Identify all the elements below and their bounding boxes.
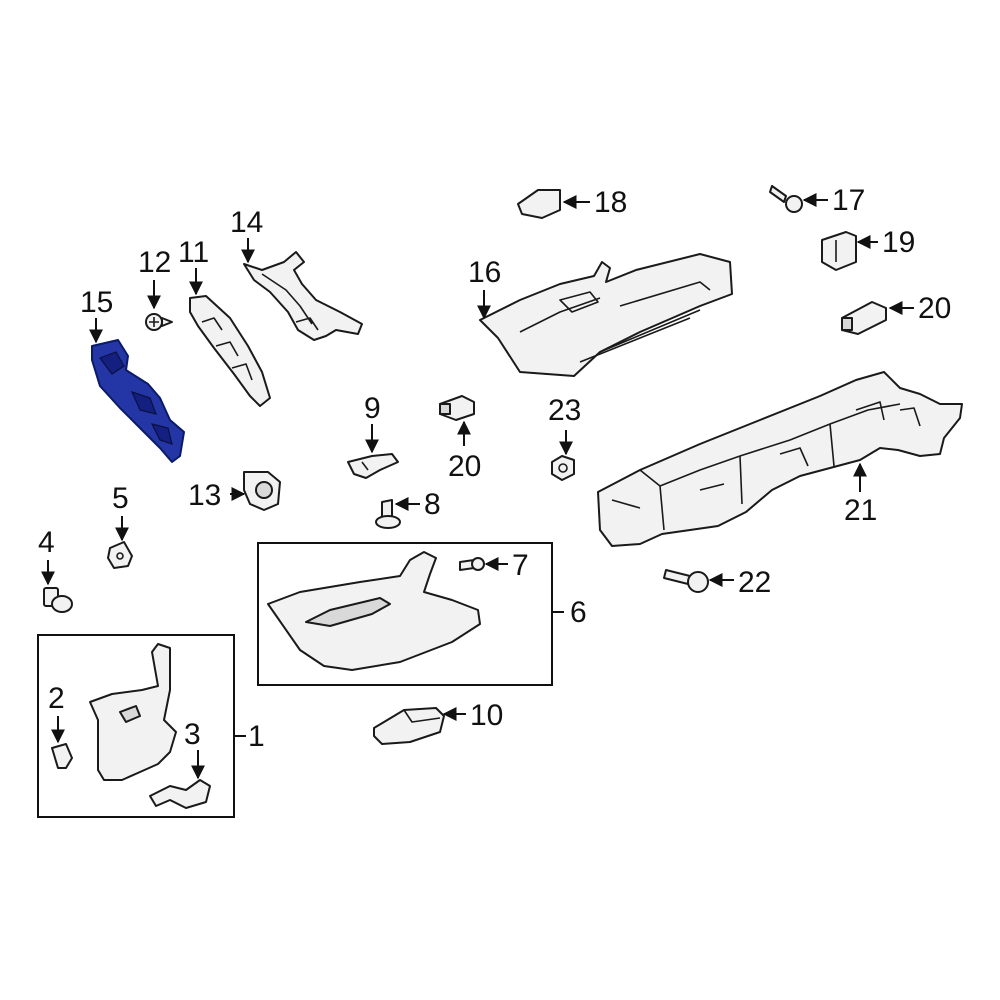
callout-3: 3 bbox=[184, 718, 201, 751]
part-20-connector-a[interactable] bbox=[439, 395, 475, 421]
part-13-clip[interactable] bbox=[243, 471, 281, 511]
part-18-pad[interactable] bbox=[517, 189, 561, 219]
callout-8: 8 bbox=[424, 488, 441, 521]
part-21-console-frame[interactable] bbox=[597, 371, 963, 547]
callout-7: 7 bbox=[512, 549, 529, 582]
callout-23: 23 bbox=[548, 394, 581, 427]
part-9-bracket[interactable] bbox=[347, 453, 399, 479]
part-10-pad[interactable] bbox=[373, 707, 445, 745]
part-5-nut-clip[interactable] bbox=[107, 541, 133, 569]
callout-6: 6 bbox=[570, 596, 587, 629]
part-7-screw[interactable] bbox=[459, 557, 485, 571]
part-2-clip[interactable] bbox=[51, 743, 73, 769]
callout-21: 21 bbox=[844, 494, 877, 527]
callout-19: 19 bbox=[882, 226, 915, 259]
part-23-nut[interactable] bbox=[551, 455, 575, 481]
part-20-connector-b[interactable] bbox=[841, 301, 887, 335]
part-22-bolt[interactable] bbox=[663, 569, 709, 593]
callout-11: 11 bbox=[178, 236, 209, 269]
callout-5: 5 bbox=[112, 482, 129, 515]
callout-17: 17 bbox=[832, 184, 865, 217]
callout-18: 18 bbox=[594, 186, 627, 219]
part-1-trim-panel[interactable] bbox=[89, 643, 177, 781]
callout-1: 1 bbox=[248, 720, 265, 753]
part-6-console-mat[interactable] bbox=[267, 551, 481, 671]
part-11-bracket[interactable] bbox=[189, 295, 271, 407]
part-19-connector[interactable] bbox=[821, 231, 857, 271]
part-16-console[interactable] bbox=[479, 253, 733, 377]
part-15-highlighted-bracket[interactable] bbox=[91, 339, 185, 463]
callout-9: 9 bbox=[364, 392, 381, 425]
callout-15: 15 bbox=[80, 286, 113, 319]
group-box-6 bbox=[257, 542, 553, 686]
callout-12: 12 bbox=[138, 246, 171, 279]
callout-14: 14 bbox=[230, 206, 263, 239]
part-4-bolt[interactable] bbox=[43, 587, 73, 613]
callout-20a: 20 bbox=[448, 450, 481, 483]
callout-20b: 20 bbox=[918, 292, 951, 325]
callout-2: 2 bbox=[48, 682, 65, 715]
callout-10: 10 bbox=[470, 699, 503, 732]
callout-4: 4 bbox=[38, 526, 55, 559]
part-12-screw[interactable] bbox=[145, 313, 173, 331]
part-14-rail-bracket[interactable] bbox=[243, 251, 363, 341]
callout-16: 16 bbox=[468, 256, 501, 289]
callout-13: 13 bbox=[188, 479, 221, 512]
part-17-bolt[interactable] bbox=[769, 185, 803, 213]
group-box-1 bbox=[37, 634, 235, 818]
part-8-screw[interactable] bbox=[375, 499, 401, 529]
part-3-bracket[interactable] bbox=[149, 779, 211, 809]
callout-22: 22 bbox=[738, 566, 771, 599]
